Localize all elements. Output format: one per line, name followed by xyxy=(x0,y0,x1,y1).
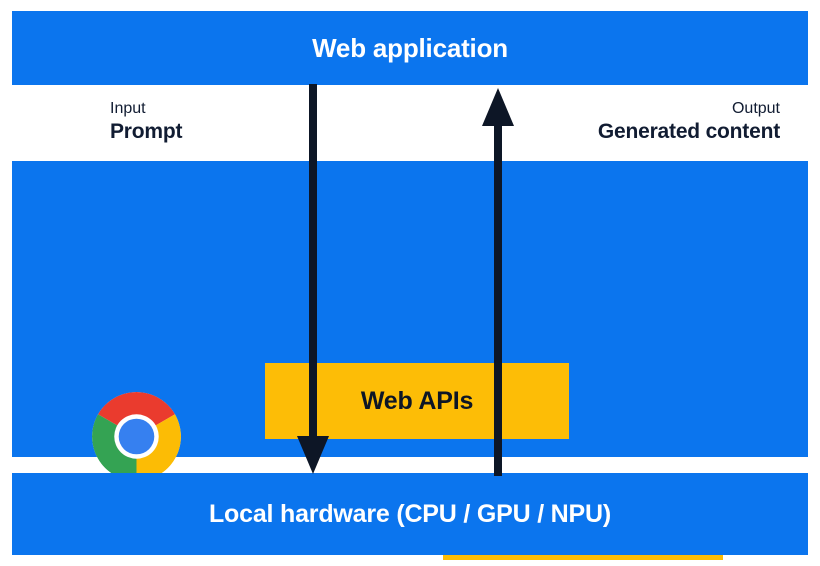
input-kind-label: Input xyxy=(110,100,146,117)
chrome-logo-icon xyxy=(92,392,181,481)
box-web-apis: Web APIs xyxy=(265,363,569,439)
input-value-label: Prompt xyxy=(110,120,183,143)
layer-web-application-label: Web application xyxy=(312,32,508,63)
layer-web-application: Web application xyxy=(12,11,808,85)
layer-browser: Browser Web APIs Built-in models and run… xyxy=(12,161,808,560)
layer-local-hardware: Local hardware (CPU / GPU / NPU) xyxy=(12,473,808,555)
input-flow-label: Input Prompt xyxy=(110,99,183,145)
output-flow-label: Output Generated content xyxy=(598,99,780,145)
box-web-apis-label: Web APIs xyxy=(360,386,474,415)
output-kind-label: Output xyxy=(731,100,780,117)
layer-local-hardware-label: Local hardware (CPU / GPU / NPU) xyxy=(208,499,611,528)
output-value-label: Generated content xyxy=(597,120,780,143)
